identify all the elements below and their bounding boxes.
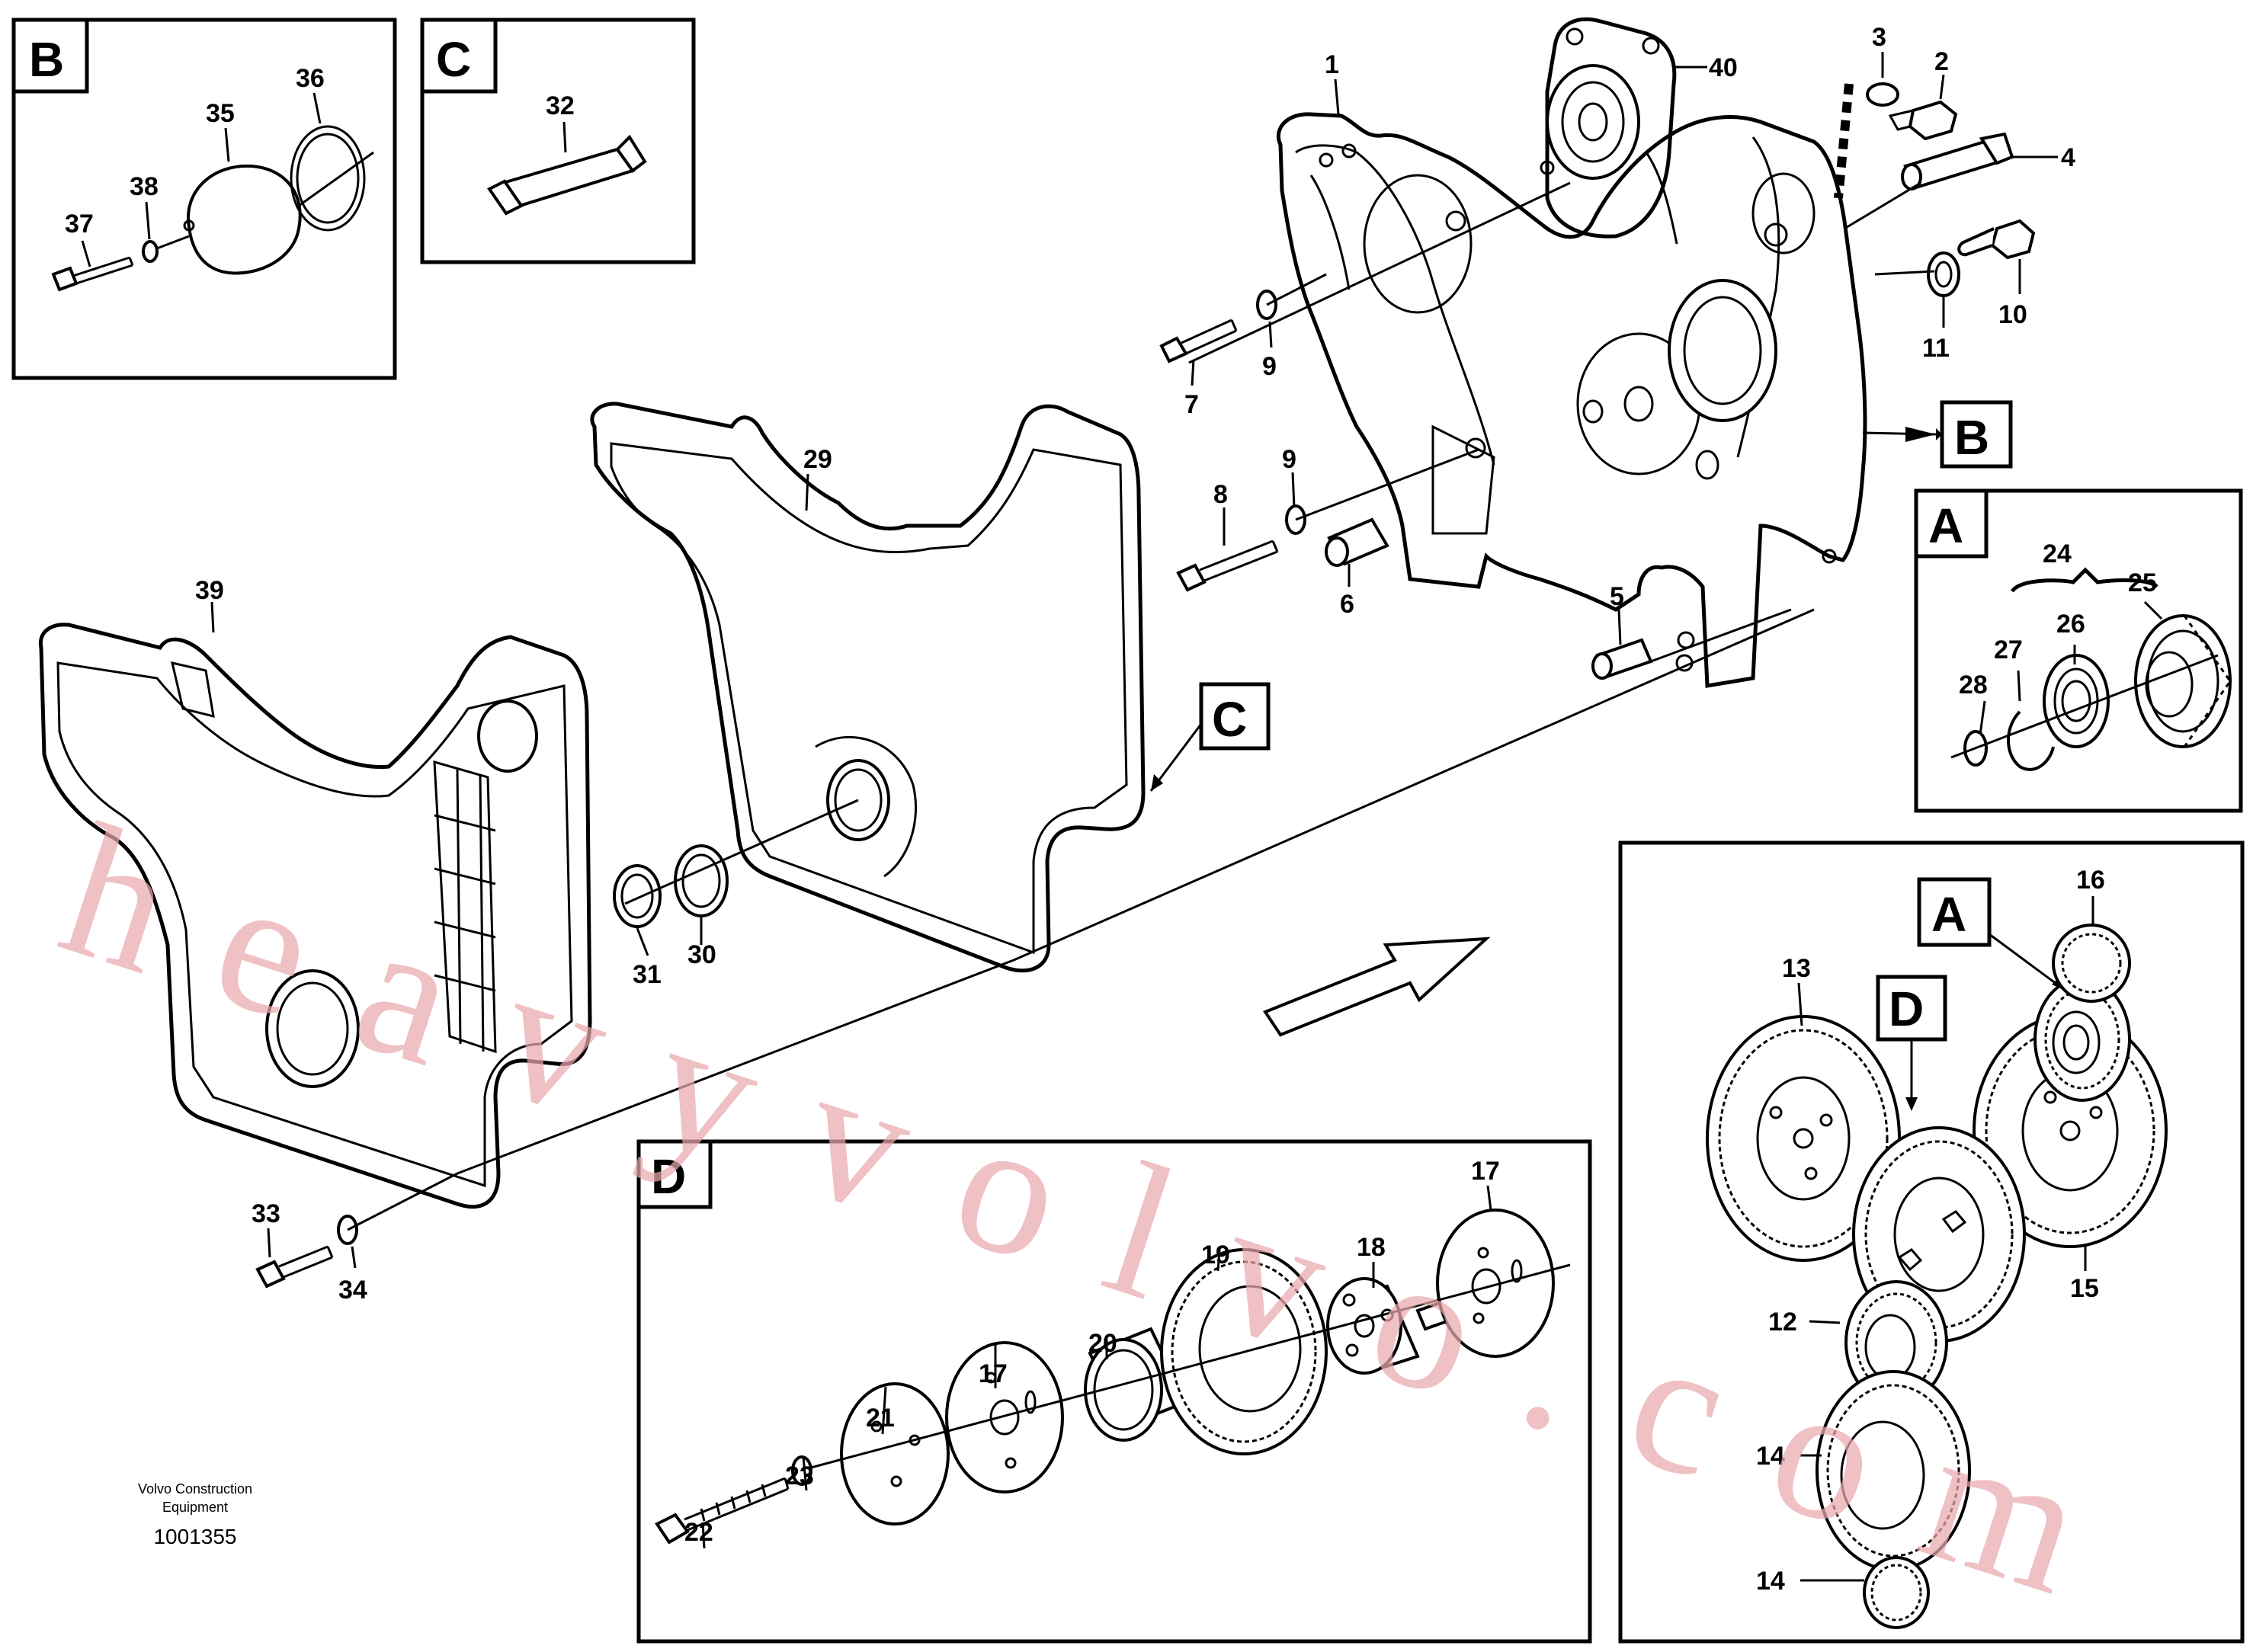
drawing-number: 1001355 — [153, 1525, 236, 1548]
callout-5: 5 — [1610, 582, 1624, 611]
callout-32: 32 — [546, 91, 575, 120]
callout-9-lower: 9 — [1282, 445, 1296, 474]
callout-13: 13 — [1782, 954, 1811, 983]
callout-14-large: 14 — [1756, 1442, 1785, 1471]
gear-ref-d-label: D — [1889, 981, 1924, 1036]
callout-34: 34 — [338, 1276, 367, 1305]
callout-38: 38 — [130, 172, 159, 201]
detail-label-c: C — [436, 32, 471, 87]
callout-8: 8 — [1213, 480, 1228, 509]
detail-box-c: C 32 — [420, 18, 696, 264]
callout-36: 36 — [296, 64, 325, 93]
snap-ring-27-icon — [2007, 710, 2055, 771]
detail-ref-c: C — [1149, 682, 1271, 792]
washer-3-icon — [1866, 82, 1899, 107]
thrust-washer-17-upper-icon — [1436, 1209, 1555, 1358]
callout-10: 10 — [1998, 300, 2027, 329]
housing-40-icon — [1540, 17, 1677, 239]
callout-28: 28 — [1959, 671, 1988, 700]
callout-16: 16 — [2076, 866, 2105, 895]
callout-29: 29 — [803, 445, 832, 474]
detail-label-d: D — [651, 1149, 686, 1204]
callout-30: 30 — [687, 940, 716, 969]
bolt-22-icon — [655, 1477, 790, 1545]
gear-14-small-icon — [1863, 1556, 1930, 1629]
direction-arrow-icon — [1262, 936, 1491, 1037]
gear-16-icon — [2052, 924, 2131, 1003]
detail-box-a: A 28 27 26 25 24 — [1914, 488, 2243, 813]
gear-14-large-icon — [1816, 1370, 1971, 1571]
detail-box-d: D — [636, 1139, 1592, 1644]
callout-6: 6 — [1340, 590, 1354, 619]
callout-15: 15 — [2070, 1274, 2099, 1303]
callout-22: 22 — [684, 1518, 713, 1547]
sealant-tube-32-icon — [487, 134, 647, 216]
callout-4: 4 — [2061, 143, 2075, 172]
bolt-37-icon — [51, 256, 134, 292]
callout-33: 33 — [252, 1199, 280, 1228]
callout-2: 2 — [1934, 47, 1949, 76]
washer-11-icon — [1927, 251, 1960, 297]
hub-18-icon — [1326, 1277, 1458, 1375]
callout-11: 11 — [1922, 334, 1950, 363]
callout-37: 37 — [65, 210, 94, 239]
plug-10-icon — [1957, 219, 2036, 260]
callout-35: 35 — [206, 99, 235, 128]
pin-6-icon — [1325, 517, 1389, 567]
washer-38-icon — [142, 240, 159, 263]
callout-20: 20 — [1088, 1329, 1117, 1358]
bolt-33-icon — [255, 1245, 334, 1289]
cover-35-icon — [186, 164, 302, 275]
detail-label-b: B — [29, 32, 64, 87]
pin-5-icon — [1591, 638, 1653, 680]
timing-cover-1-icon — [1276, 112, 1867, 688]
o-ring-36-icon — [290, 125, 366, 232]
gasket-strip-icon — [1834, 83, 1854, 199]
detail-box-b: B 37 38 35 36 — [11, 18, 397, 380]
pin-4-icon — [1901, 132, 2014, 190]
plate-21-icon — [840, 1382, 950, 1526]
callout-17-lower: 17 — [979, 1359, 1008, 1388]
callout-27: 27 — [1994, 636, 2023, 664]
bearing-26-icon — [2043, 654, 2110, 748]
bolt-7-icon — [1159, 319, 1238, 363]
callout-26: 26 — [2056, 610, 2085, 639]
detail-label-a: A — [1928, 498, 1963, 553]
detail-ref-c-label: C — [1212, 692, 1247, 747]
callout-14-small: 14 — [1756, 1567, 1785, 1596]
main-callouts: 1 40 3 2 4 10 11 7 9 8 9 6 5 29 30 31 39… — [195, 23, 2075, 1305]
callout-24: 24 — [2043, 539, 2072, 568]
gear-train-box: A D 13 16 15 12 14 14 — [1618, 840, 2245, 1644]
callout-1: 1 — [1325, 50, 1339, 79]
callout-3: 3 — [1872, 23, 1886, 52]
drawing-footer: Volvo Construction Equipment 1001355 — [138, 1481, 252, 1548]
gear-25-icon — [2134, 614, 2232, 748]
callout-18: 18 — [1357, 1233, 1386, 1262]
detail-ref-b-label: B — [1954, 410, 1989, 465]
footer-company-line1: Volvo Construction — [138, 1481, 252, 1497]
callout-31: 31 — [633, 960, 662, 989]
callout-19: 19 — [1201, 1241, 1230, 1269]
callout-39: 39 — [195, 576, 224, 605]
detail-ref-b: B — [1862, 400, 2013, 469]
callout-40: 40 — [1709, 53, 1738, 82]
footer-company-line2: Equipment — [162, 1500, 228, 1515]
callout-23: 23 — [785, 1462, 814, 1490]
callout-7: 7 — [1184, 390, 1199, 419]
callout-12: 12 — [1768, 1308, 1797, 1337]
callout-9-upper: 9 — [1262, 352, 1277, 381]
bolt-8-icon — [1176, 539, 1279, 592]
callout-25: 25 — [2128, 568, 2157, 597]
callout-17-upper: 17 — [1471, 1157, 1500, 1186]
washer-23-icon — [791, 1455, 812, 1486]
callout-21: 21 — [866, 1404, 895, 1433]
gear-ref-a-label: A — [1931, 887, 1966, 942]
plug-2-icon — [1888, 100, 1958, 141]
thrust-washer-17-lower-icon — [945, 1341, 1064, 1494]
front-cover-39-icon — [38, 623, 592, 1209]
